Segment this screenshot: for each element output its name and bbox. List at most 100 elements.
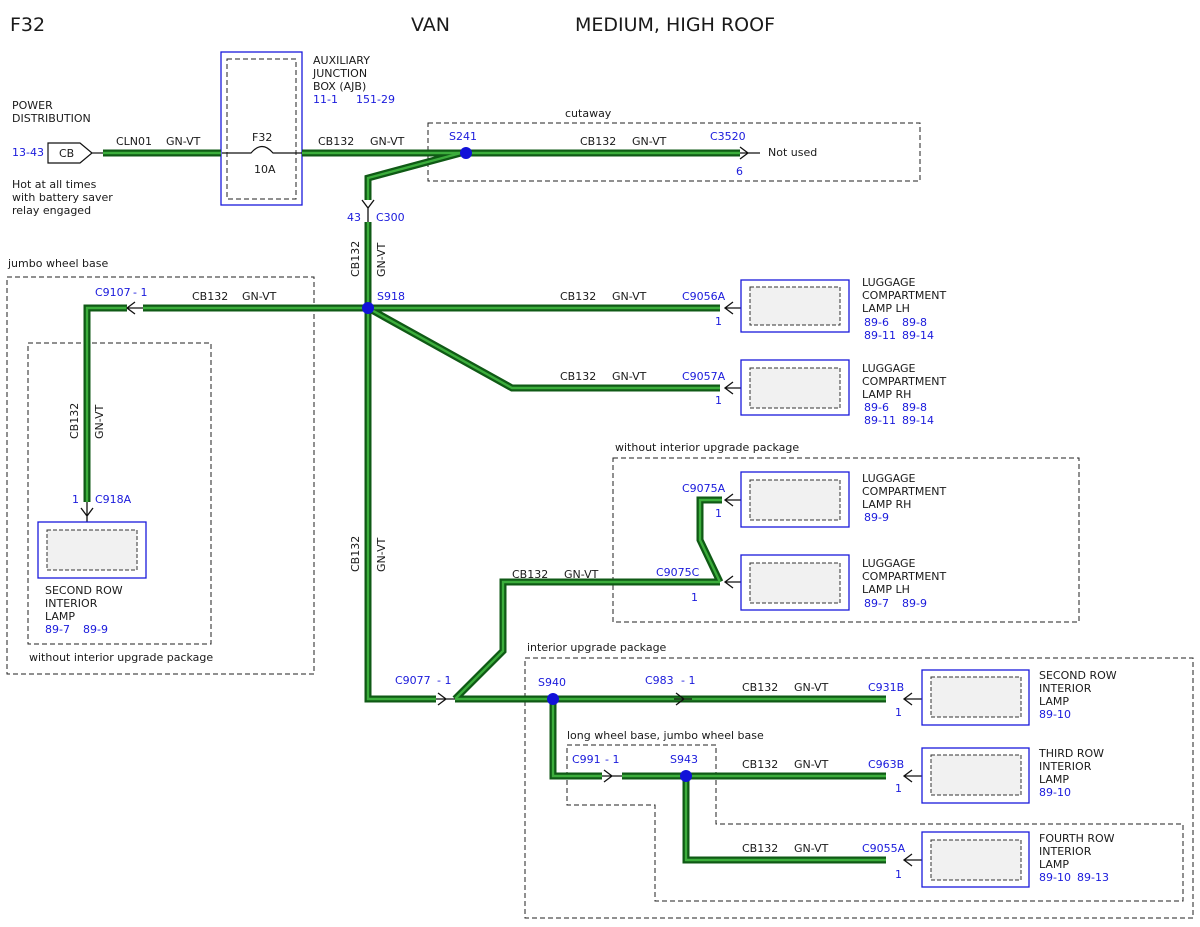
c3520-label: C3520 [710,130,746,143]
fuse-amps: 10A [254,163,276,176]
page-code: F32 [10,14,45,36]
svg-text:89-6: 89-6 [864,401,889,414]
ajb-ref-1: 11-1 [313,93,338,106]
c9075a-pin: 1 [715,507,722,520]
c9075c-label: C9075C [656,566,700,579]
c9077-pin: - 1 [437,674,451,687]
c991-label: C991 [572,753,601,766]
wire-label-color: GN-VT [612,370,647,383]
splice-s940-label: S940 [538,676,566,689]
cutaway-label: cutaway [565,107,612,120]
svg-text:LUGGAGE: LUGGAGE [862,472,916,485]
wire-label-circuit: CB132 [560,290,596,303]
ajb-ref-2: 151-29 [356,93,395,106]
c9057a-label: C9057A [682,370,726,383]
without-upgrade-group-right [612,457,1080,623]
fourth-row-lamp: FOURTH ROW INTERIOR LAMP 89-10 89-13 [921,831,1115,888]
svg-text:COMPARTMENT: COMPARTMENT [862,570,947,583]
c9075a-label: C9075A [682,482,726,495]
svg-text:89-6: 89-6 [864,316,889,329]
svg-text:COMPARTMENT: COMPARTMENT [862,375,947,388]
long-jumbo-label: long wheel base, jumbo wheel base [567,729,764,742]
wire-label-circuit: CB132 [580,135,616,148]
svg-text:SECOND ROW: SECOND ROW [45,584,123,597]
interior-upgrade-label: interior upgrade package [527,641,667,654]
wire-label-color: GN-VT [375,242,388,277]
wire-label-color: GN-VT [370,135,405,148]
c983-pin: - 1 [681,674,695,687]
power-note-3: relay engaged [12,204,91,217]
ajb-box [220,51,303,206]
cutaway-group [427,122,921,182]
luggage-lamp-rh: LUGGAGE COMPARTMENT LAMP RH 89-6 89-8 89… [740,359,947,427]
long-jumbo-group [566,744,1184,902]
svg-text:COMPARTMENT: COMPARTMENT [862,289,947,302]
c9055a-pin: 1 [895,868,902,881]
vehicle-variant: MEDIUM, HIGH ROOF [575,14,775,36]
svg-text:LUGGAGE: LUGGAGE [862,276,916,289]
without-upgrade-label-left: without interior upgrade package [29,651,213,664]
svg-text:89-9: 89-9 [902,597,927,610]
svg-text:89-11: 89-11 [864,414,896,427]
c9107-pin: - 1 [133,286,147,299]
svg-text:COMPARTMENT: COMPARTMENT [862,485,947,498]
wire-label-cln01: CLN01 [116,135,152,148]
c300-pin: 43 [347,211,361,224]
wire-harness [83,149,886,864]
third-row-lamp: THIRD ROW INTERIOR LAMP 89-10 [921,747,1104,804]
wire-label-circuit: CB132 [512,568,548,581]
svg-text:89-10: 89-10 [1039,786,1071,799]
second-row-lamp: SECOND ROW INTERIOR LAMP 89-10 [921,669,1117,726]
svg-text:LAMP RH: LAMP RH [862,388,911,401]
svg-text:89-14: 89-14 [902,414,934,427]
cb-breaker-icon [47,142,93,164]
svg-text:LAMP: LAMP [1039,695,1069,708]
wire-label-circuit: CB132 [68,403,81,439]
vehicle-type: VAN [411,14,450,36]
svg-text:INTERIOR: INTERIOR [1039,760,1092,773]
svg-text:INTERIOR: INTERIOR [1039,682,1092,695]
svg-text:INTERIOR: INTERIOR [1039,845,1092,858]
power-ref: 13-43 [12,146,44,159]
c9055a-label: C9055A [862,842,906,855]
fuse-label: F32 [252,131,272,144]
second-row-lamp-jumbo: SECOND ROW INTERIOR LAMP 89-7 89-9 [37,521,147,636]
connector-arrows [80,146,922,867]
splice-s918-label: S918 [377,290,405,303]
c918a-pin: 1 [72,493,79,506]
svg-text:LAMP RH: LAMP RH [862,498,911,511]
wire-label-circuit: CB132 [742,758,778,771]
svg-text:89-9: 89-9 [864,511,889,524]
wire-label-circuit: CB132 [742,681,778,694]
splice-s943-label: S943 [670,753,698,766]
wire-label-circuit: CB132 [742,842,778,855]
svg-text:INTERIOR: INTERIOR [45,597,98,610]
c9056a-pin: 1 [715,315,722,328]
c963b-label: C963B [868,758,904,771]
ajb-label-2: JUNCTION [312,67,367,80]
svg-text:89-7: 89-7 [864,597,889,610]
wire-label-color: GN-VT [375,537,388,572]
wire-label-circuit: CB132 [560,370,596,383]
svg-text:LUGGAGE: LUGGAGE [862,557,916,570]
svg-text:LAMP LH: LAMP LH [862,583,910,596]
svg-text:89-8: 89-8 [902,316,927,329]
svg-text:LAMP: LAMP [1039,773,1069,786]
c9057a-pin: 1 [715,394,722,407]
wire-label-color: GN-VT [612,290,647,303]
svg-text:89-10: 89-10 [1039,871,1071,884]
svg-text:THIRD ROW: THIRD ROW [1038,747,1104,760]
not-used-label: Not used [768,146,817,159]
splice-s943 [680,770,692,782]
splice-s918 [362,302,374,314]
wire-label-color: GN-VT [242,290,277,303]
svg-text:89-13: 89-13 [1077,871,1109,884]
c991-pin: - 1 [605,753,619,766]
luggage-lamp-rh-base: LUGGAGE COMPARTMENT LAMP RH 89-9 [740,471,947,528]
cb-label: CB [59,147,74,160]
luggage-lamp-lh: LUGGAGE COMPARTMENT LAMP LH 89-6 89-8 89… [740,276,947,342]
c9056a-label: C9056A [682,290,726,303]
svg-text:89-14: 89-14 [902,329,934,342]
c963b-pin: 1 [895,782,902,795]
